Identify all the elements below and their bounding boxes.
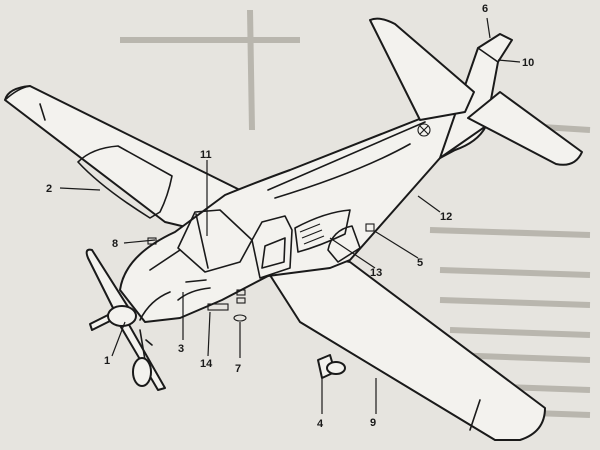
callout-7: 7 [235, 363, 241, 375]
rear-cabin-window [294, 209, 351, 253]
callout-6: 6 [482, 3, 488, 15]
callout-11: 11 [200, 149, 212, 161]
engine-cowling [149, 249, 211, 301]
left-horizontal-stabilizer [369, 17, 475, 121]
callout-labels: 1 2 3 4 5 6 7 8 9 10 11 12 13 14 [46, 3, 534, 430]
right-wing [267, 257, 546, 441]
fuel-filler-cap [365, 223, 375, 232]
callout-12: 12 [440, 211, 452, 223]
callout-10: 10 [522, 57, 534, 69]
main-landing-gear [317, 354, 346, 379]
baggage-door [327, 225, 361, 263]
propeller [85, 248, 166, 391]
callout-2: 2 [46, 183, 52, 195]
callout-14: 14 [200, 358, 213, 370]
right-horizontal-stabilizer [467, 91, 583, 166]
nose-landing-gear [132, 329, 153, 387]
static-port [233, 314, 247, 322]
tail-registration-roundel [417, 123, 431, 137]
callout-13: 13 [370, 267, 382, 279]
left-wing-fuel-panel [77, 145, 173, 219]
callout-5: 5 [417, 257, 423, 269]
callout-8: 8 [112, 238, 118, 250]
fuselage-placard [207, 289, 246, 311]
callout-4: 4 [317, 418, 324, 430]
callout-1: 1 [104, 355, 110, 367]
cabin-door [251, 215, 293, 279]
callout-3: 3 [178, 343, 184, 355]
callout-9: 9 [370, 417, 376, 429]
leader-lines [59, 17, 521, 414]
